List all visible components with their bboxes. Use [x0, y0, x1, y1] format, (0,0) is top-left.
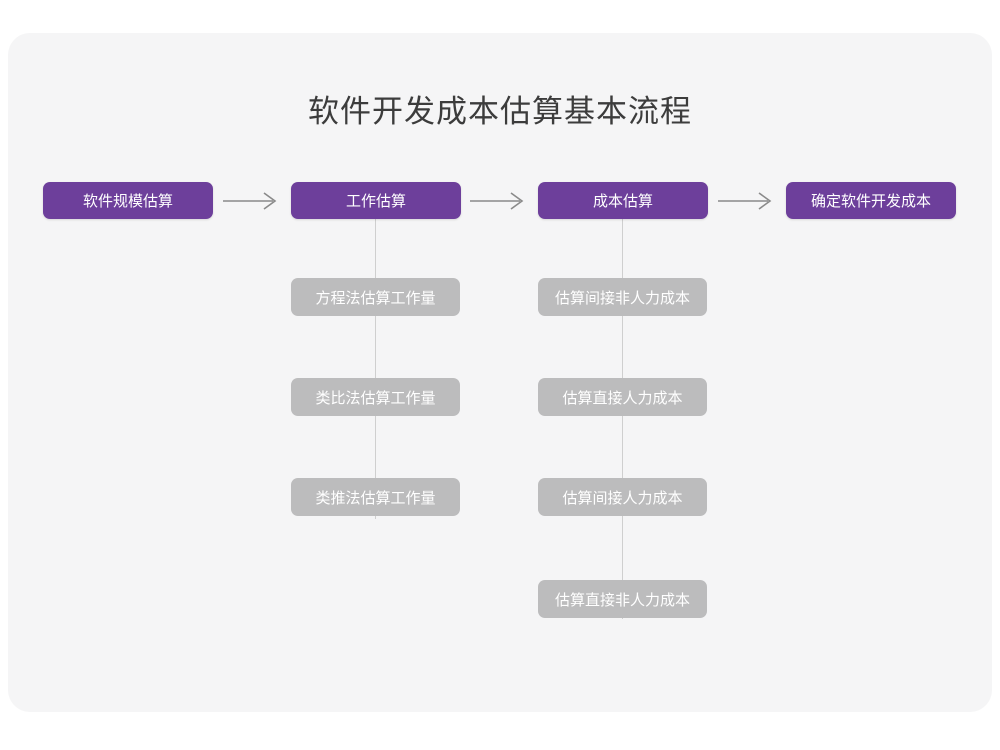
flow-arrow-2-icon: [470, 189, 528, 213]
flow-node-determine-development-cost[interactable]: 确定软件开发成本: [786, 182, 956, 219]
branch-node-inference-method-workload[interactable]: 类推法估算工作量: [291, 478, 460, 516]
branch-node-equation-method-workload[interactable]: 方程法估算工作量: [291, 278, 460, 316]
branch-connector-line-work: [375, 219, 376, 519]
flow-node-cost-estimation[interactable]: 成本估算: [538, 182, 708, 219]
flow-arrow-3-icon: [718, 189, 776, 213]
flow-node-work-estimation[interactable]: 工作估算: [291, 182, 461, 219]
diagram-card: [8, 33, 992, 712]
branch-connector-line-cost: [622, 219, 623, 619]
flow-arrow-1-icon: [223, 189, 281, 213]
flow-node-software-scale-estimation[interactable]: 软件规模估算: [43, 182, 213, 219]
branch-node-indirect-nonlabor-cost[interactable]: 估算间接非人力成本: [538, 278, 707, 316]
branch-node-direct-labor-cost[interactable]: 估算直接人力成本: [538, 378, 707, 416]
branch-node-indirect-labor-cost[interactable]: 估算间接人力成本: [538, 478, 707, 516]
branch-node-direct-nonlabor-cost[interactable]: 估算直接非人力成本: [538, 580, 707, 618]
page-title: 软件开发成本估算基本流程: [308, 94, 692, 129]
branch-node-analogy-method-workload[interactable]: 类比法估算工作量: [291, 378, 460, 416]
